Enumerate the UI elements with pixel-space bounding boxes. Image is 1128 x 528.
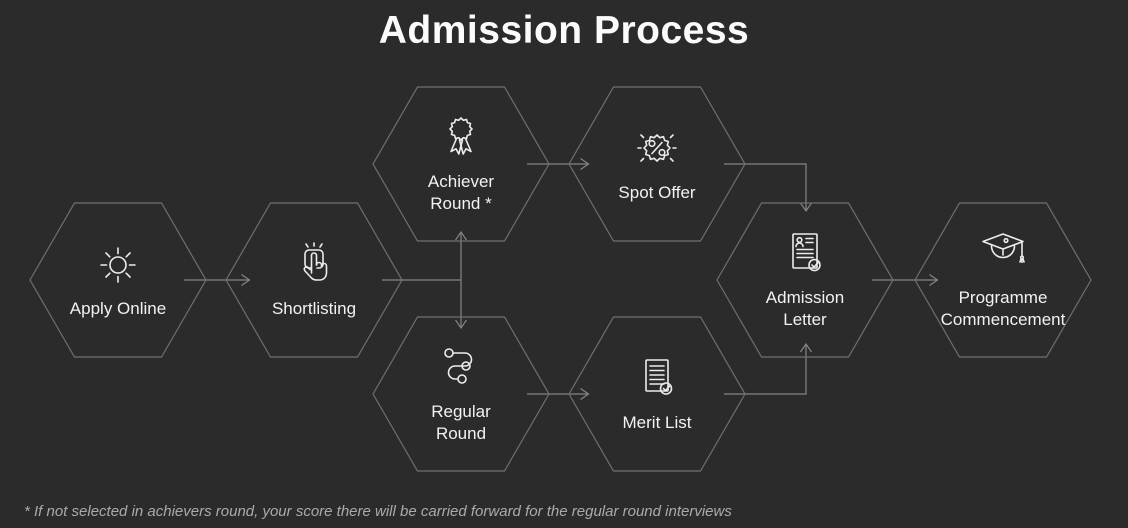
percent-badge-icon [637,133,677,162]
step-label: Programme Commencement [940,287,1066,329]
hexagon-outline [225,202,403,358]
step-merit-list: Merit List [568,315,746,473]
graduation-cap-icon [982,232,1025,263]
step-spot-offer: Spot Offer [568,85,746,243]
tap-finger-icon [303,241,328,281]
page-title: Admission Process [378,9,750,52]
arrow-achiever-to-spotoffer [527,158,590,170]
step-apply-online: Apply Online [29,201,207,359]
document-check-icon [645,358,673,395]
step-regular-round: Regular Round [372,315,550,473]
step-label: Apply Online [69,298,167,318]
step-label: Shortlisting [271,298,357,318]
arrow-meritlist-to-admissionletter [724,342,812,395]
arrow-spotoffer-to-admissionletter [724,163,812,213]
step-admission-letter: Admission Letter [716,201,894,359]
step-label: Admission Letter [765,287,845,329]
step-programme-commencement: Programme Commencement [914,201,1092,359]
award-rosette-icon [449,116,473,155]
hexagon-outline [568,86,746,242]
step-label: Achiever Round * [427,171,495,213]
step-label: Merit List [622,412,692,432]
route-icon [444,347,473,384]
hexagon-outline [372,316,550,472]
arrow-regular-to-meritlist [527,388,590,400]
arrow-shortlisting-branch [382,230,467,330]
footnote-text: * If not selected in achievers round, yo… [24,503,732,520]
step-shortlisting: Shortlisting [225,201,403,359]
step-achiever-round: Achiever Round * [372,85,550,243]
arrow-apply-to-shortlisting [184,274,251,286]
step-label: Spot Offer [618,182,696,202]
hexagon-outline [716,202,894,358]
arrow-admissionletter-to-programme [872,274,939,286]
hexagon-outline [29,202,207,358]
hexagon-outline [372,86,550,242]
letter-check-icon [792,232,821,271]
hexagon-outline [568,316,746,472]
sun-icon [100,246,136,283]
step-label: Regular Round [431,401,491,443]
hexagon-outline [914,202,1092,358]
